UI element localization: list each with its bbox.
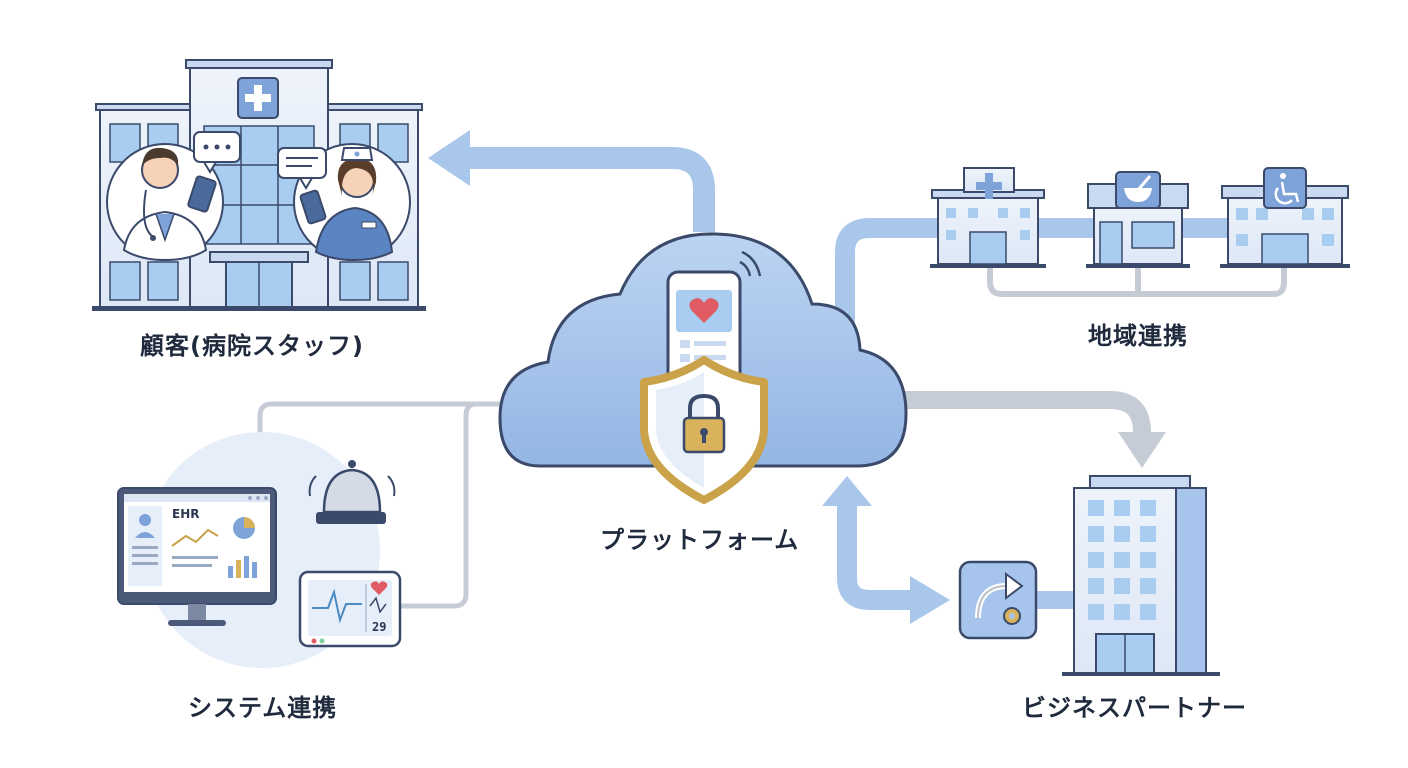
doctor-portrait — [106, 143, 224, 262]
tower-window — [1088, 578, 1104, 594]
speech-bubble-icon — [277, 147, 327, 190]
tower-window — [1114, 552, 1130, 568]
connector-cloud-to-partner — [905, 391, 1166, 468]
tower-window — [1088, 500, 1104, 516]
ehr-computer-monitor — [117, 487, 277, 626]
cross-icon — [237, 77, 279, 119]
vital-sign-monitor — [298, 570, 402, 648]
wifi-signal-icon — [739, 250, 762, 277]
partner-office-tower — [1062, 475, 1220, 676]
speech-bubble-icon — [193, 131, 241, 174]
connector-cloud-to-regional — [835, 218, 1287, 330]
tower-window — [1140, 578, 1156, 594]
platform-label: プラットフォーム — [600, 526, 800, 554]
connector-cloud-to-customer — [428, 130, 715, 232]
share-gear-icon — [958, 560, 1038, 640]
cross-icon — [976, 173, 1002, 199]
tower-window — [1114, 526, 1130, 542]
mortar-pestle-icon — [1115, 171, 1161, 209]
heart-icon — [689, 298, 719, 323]
tower-window — [1088, 526, 1104, 542]
tower-window — [1088, 552, 1104, 568]
bell-icon — [308, 460, 396, 524]
tower-window — [1114, 500, 1130, 516]
customer-label: 顧客(病院スタッフ) — [140, 332, 364, 360]
tower-window — [1140, 526, 1156, 542]
connector-system-to-cloud — [257, 401, 505, 609]
tower-window — [1140, 500, 1156, 516]
regional-label: 地域連携 — [1088, 322, 1188, 350]
connector-partner-to-cloud — [822, 476, 1075, 624]
tower-window — [1140, 552, 1156, 568]
wheelchair-icon — [1263, 167, 1307, 209]
tower-window — [1140, 604, 1156, 620]
system-label: システム連携 — [188, 694, 338, 722]
tower-window — [1088, 604, 1104, 620]
regional-care-facility — [1220, 185, 1350, 268]
partner-label: ビジネスパートナー — [1022, 694, 1247, 722]
ehr-title: EHR — [172, 507, 199, 521]
lock-shield-icon — [640, 356, 768, 504]
regional-clinic — [930, 167, 1046, 268]
tower-window — [1114, 604, 1130, 620]
heart-icon — [370, 581, 388, 595]
tower-window — [1114, 578, 1130, 594]
vital-reading: 29 — [372, 620, 386, 634]
